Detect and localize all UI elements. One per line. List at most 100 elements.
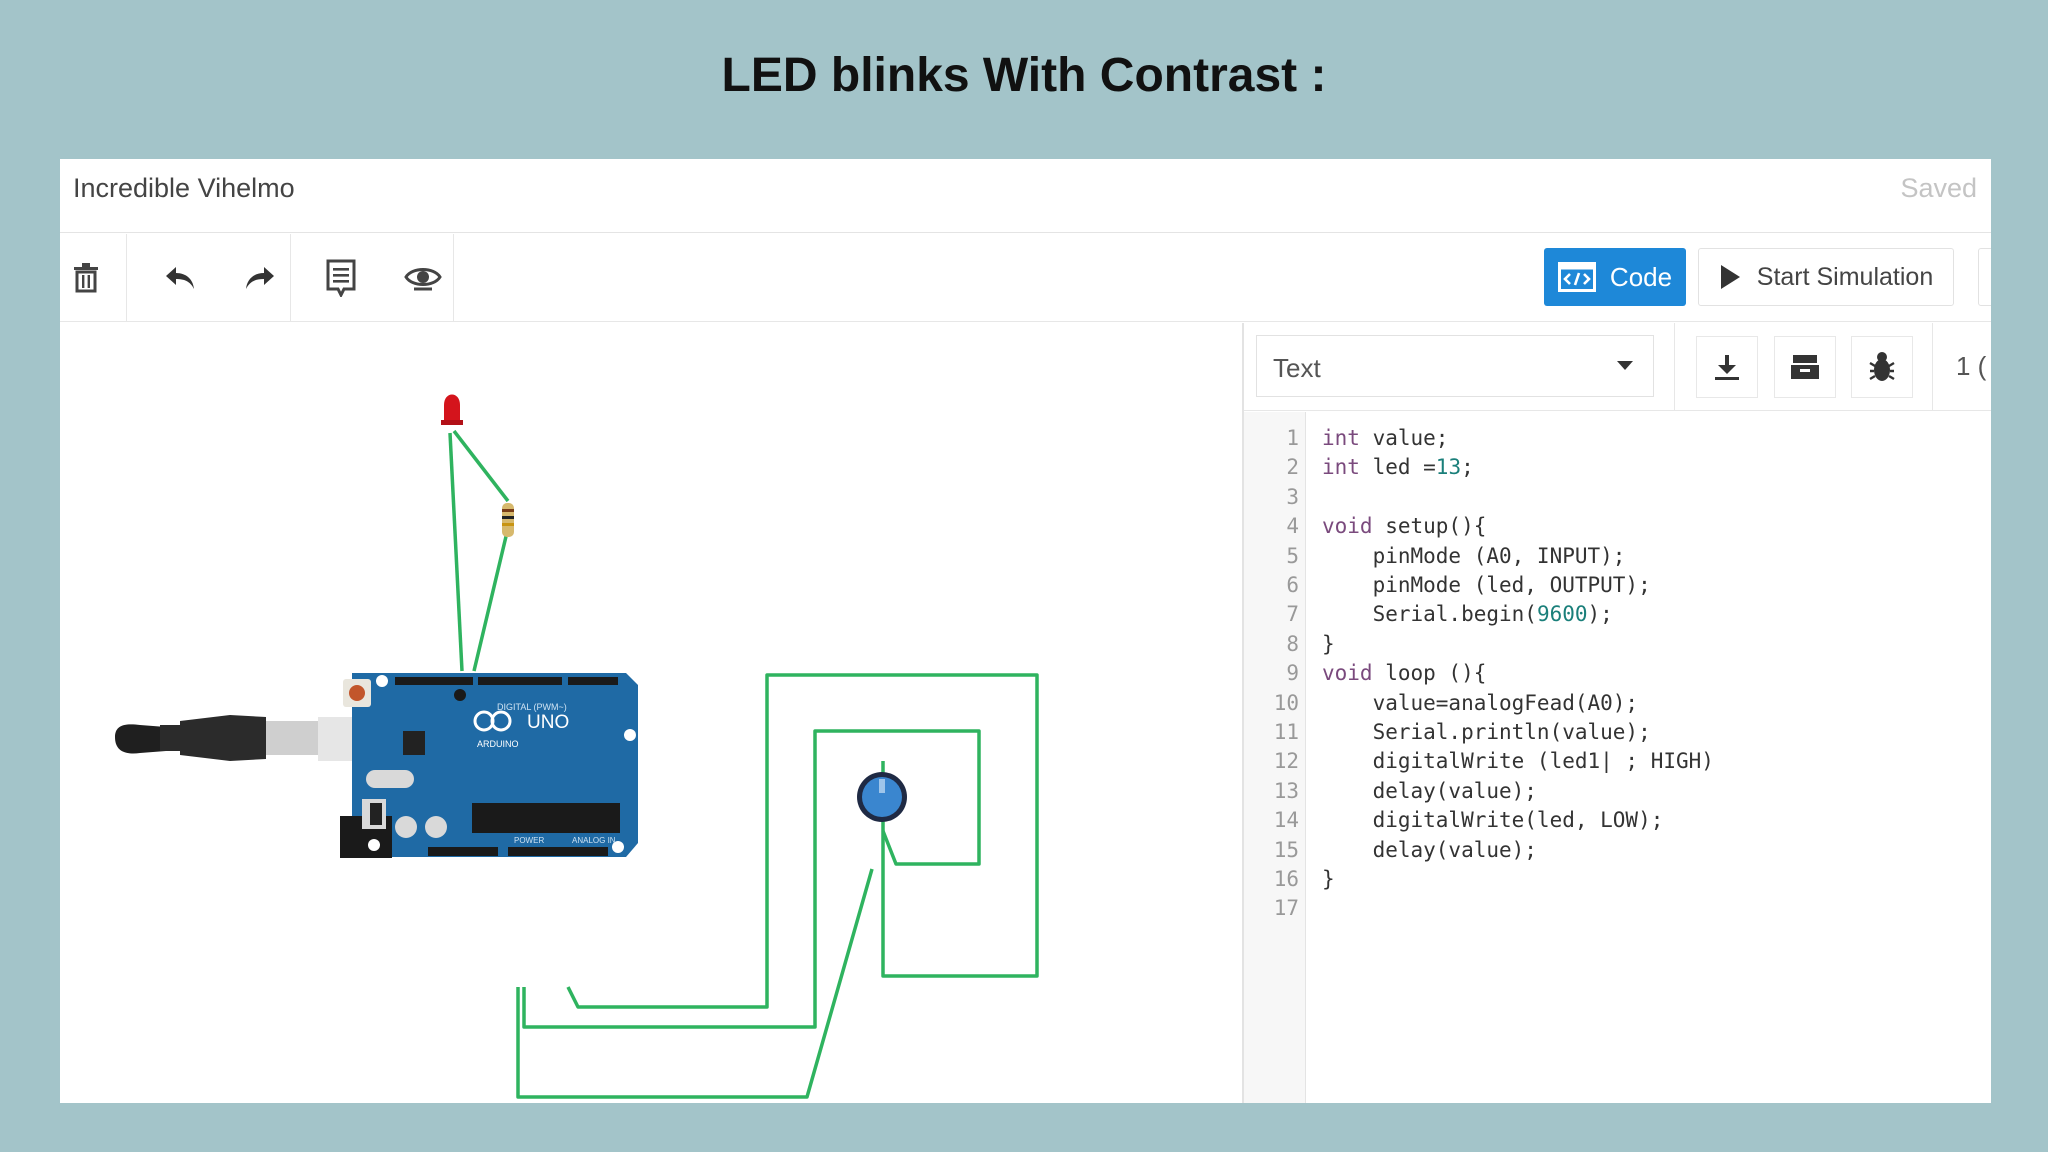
code-token: value; bbox=[1359, 426, 1449, 450]
play-icon bbox=[1720, 265, 1740, 289]
code-line: } bbox=[1322, 865, 1335, 894]
project-name[interactable]: Incredible Vihelmo bbox=[73, 173, 295, 203]
line-number: 1 bbox=[1286, 426, 1299, 450]
code-line: } bbox=[1322, 630, 1335, 659]
download-code-button[interactable] bbox=[1692, 323, 1762, 411]
debugger-button[interactable] bbox=[1847, 323, 1917, 411]
code-token: loop (){ bbox=[1372, 661, 1487, 686]
main-toolbar: Code Start Simulation bbox=[60, 234, 1991, 322]
code-line: void loop (){ bbox=[1322, 659, 1486, 688]
line-number: 13 bbox=[1273, 778, 1299, 803]
code-window-icon bbox=[1557, 262, 1596, 292]
code-token: int bbox=[1322, 455, 1360, 480]
code-token: Serial.begin( bbox=[1322, 602, 1537, 627]
code-line: pinMode (led, OUTPUT); bbox=[1322, 571, 1651, 600]
code-line: void setup(){ bbox=[1322, 512, 1486, 541]
code-token: ); bbox=[1587, 602, 1613, 627]
slide-title: LED blinks With Contrast : bbox=[721, 49, 1327, 102]
code-mode-value: Text bbox=[1273, 353, 1321, 383]
code-line: digitalWrite (led1| ; HIGH) bbox=[1322, 747, 1714, 776]
resistor-component[interactable] bbox=[502, 503, 514, 537]
trash-icon bbox=[74, 263, 98, 293]
line-number: 17 bbox=[1273, 896, 1299, 921]
code-token: int bbox=[1322, 426, 1360, 450]
wire-led-anode bbox=[448, 432, 464, 672]
download-icon bbox=[1715, 355, 1739, 380]
line-number: 12 bbox=[1273, 749, 1299, 774]
code-token: 13 bbox=[1435, 455, 1462, 480]
code-line: digitalWrite(led, LOW); bbox=[1322, 806, 1664, 835]
library-icon bbox=[1791, 355, 1819, 379]
board-model-label: UNO bbox=[527, 712, 569, 733]
board-power-label: POWER bbox=[514, 836, 544, 845]
code-line: value=analogFead(A0); bbox=[1322, 689, 1639, 718]
code-token: led = bbox=[1359, 455, 1436, 480]
save-status: Saved bbox=[1900, 173, 1977, 203]
tinkercad-window: Incredible Vihelmo Saved Code Start Simu… bbox=[60, 159, 1991, 1103]
undo-icon bbox=[166, 267, 194, 289]
line-number: 4 bbox=[1286, 514, 1299, 539]
chevron-down-icon bbox=[1617, 361, 1633, 370]
code-token: pinMode (led, OUTPUT); bbox=[1322, 573, 1651, 597]
bug-icon bbox=[1869, 352, 1895, 381]
title-bar: Incredible Vihelmo Saved bbox=[60, 159, 1991, 233]
wire-pot-right bbox=[516, 868, 874, 1099]
code-token: void bbox=[1322, 514, 1373, 539]
potentiometer-component[interactable] bbox=[857, 772, 907, 822]
line-number: 2 bbox=[1286, 455, 1299, 480]
code-token: pinMode (A0, INPUT); bbox=[1322, 543, 1626, 568]
export-button[interactable] bbox=[1978, 248, 1991, 306]
circuit-drawing: DIGITAL (PWM~) ARDUINO UNO POWER ANALOG … bbox=[115, 394, 1039, 1099]
line-number: 6 bbox=[1286, 573, 1299, 597]
code-toolbar: Text 1 ( bbox=[1244, 323, 1991, 411]
code-line: delay(value); bbox=[1322, 777, 1537, 806]
code-token: } bbox=[1322, 867, 1335, 891]
code-mode-select[interactable]: Text bbox=[1256, 335, 1654, 397]
led-component[interactable] bbox=[441, 394, 463, 426]
line-number: 10 bbox=[1273, 690, 1299, 715]
line-number: 14 bbox=[1273, 808, 1299, 833]
start-simulation-label: Start Simulation bbox=[1756, 262, 1934, 291]
line-number: 9 bbox=[1286, 661, 1299, 686]
wire-pot-left bbox=[566, 673, 1039, 1009]
line-number: 16 bbox=[1273, 867, 1299, 891]
start-simulation-button[interactable]: Start Simulation bbox=[1698, 248, 1954, 306]
arduino-uno-board[interactable]: DIGITAL (PWM~) ARDUINO UNO POWER ANALOG … bbox=[340, 673, 638, 858]
code-token: setup(){ bbox=[1372, 514, 1487, 539]
visibility-button[interactable] bbox=[392, 234, 454, 322]
code-token: delay(value); bbox=[1322, 837, 1537, 862]
notes-button[interactable] bbox=[310, 234, 372, 322]
line-number: 15 bbox=[1273, 837, 1299, 862]
board-analog-label: ANALOG IN bbox=[572, 836, 616, 845]
code-token: value=analogFead(A0); bbox=[1322, 690, 1639, 715]
line-number: 8 bbox=[1286, 631, 1299, 656]
redo-button[interactable] bbox=[230, 234, 290, 322]
eye-icon bbox=[404, 268, 442, 291]
wire-led-cathode bbox=[452, 429, 510, 503]
redo-icon bbox=[246, 267, 274, 289]
code-token: delay(value); bbox=[1322, 778, 1537, 803]
notes-icon bbox=[326, 259, 356, 297]
board-brand-label: ARDUINO bbox=[477, 739, 519, 749]
code-token: void bbox=[1322, 661, 1373, 686]
code-line: Serial.begin(9600); bbox=[1322, 600, 1613, 629]
component-counter[interactable]: 1 ( bbox=[1956, 351, 1987, 381]
circuit-canvas[interactable]: DIGITAL (PWM~) ARDUINO UNO POWER ANALOG … bbox=[60, 323, 1242, 1103]
code-line: int led =13; bbox=[1322, 453, 1474, 482]
code-button[interactable]: Code bbox=[1544, 248, 1686, 306]
line-number: 3 bbox=[1286, 484, 1299, 509]
code-token: digitalWrite (led1| ; HIGH) bbox=[1322, 749, 1714, 774]
code-button-label: Code bbox=[1609, 261, 1673, 292]
code-token: digitalWrite(led, LOW); bbox=[1322, 808, 1664, 833]
code-token: 9600 bbox=[1536, 602, 1588, 627]
code-line: int value; bbox=[1322, 424, 1448, 453]
delete-button[interactable] bbox=[60, 234, 112, 322]
undo-button[interactable] bbox=[150, 234, 210, 322]
code-line: delay(value); bbox=[1322, 836, 1537, 865]
wire-pot-wiper bbox=[522, 729, 981, 1029]
library-button[interactable] bbox=[1770, 323, 1840, 411]
wire-resistor bbox=[472, 527, 510, 672]
code-line: pinMode (A0, INPUT); bbox=[1322, 542, 1626, 571]
